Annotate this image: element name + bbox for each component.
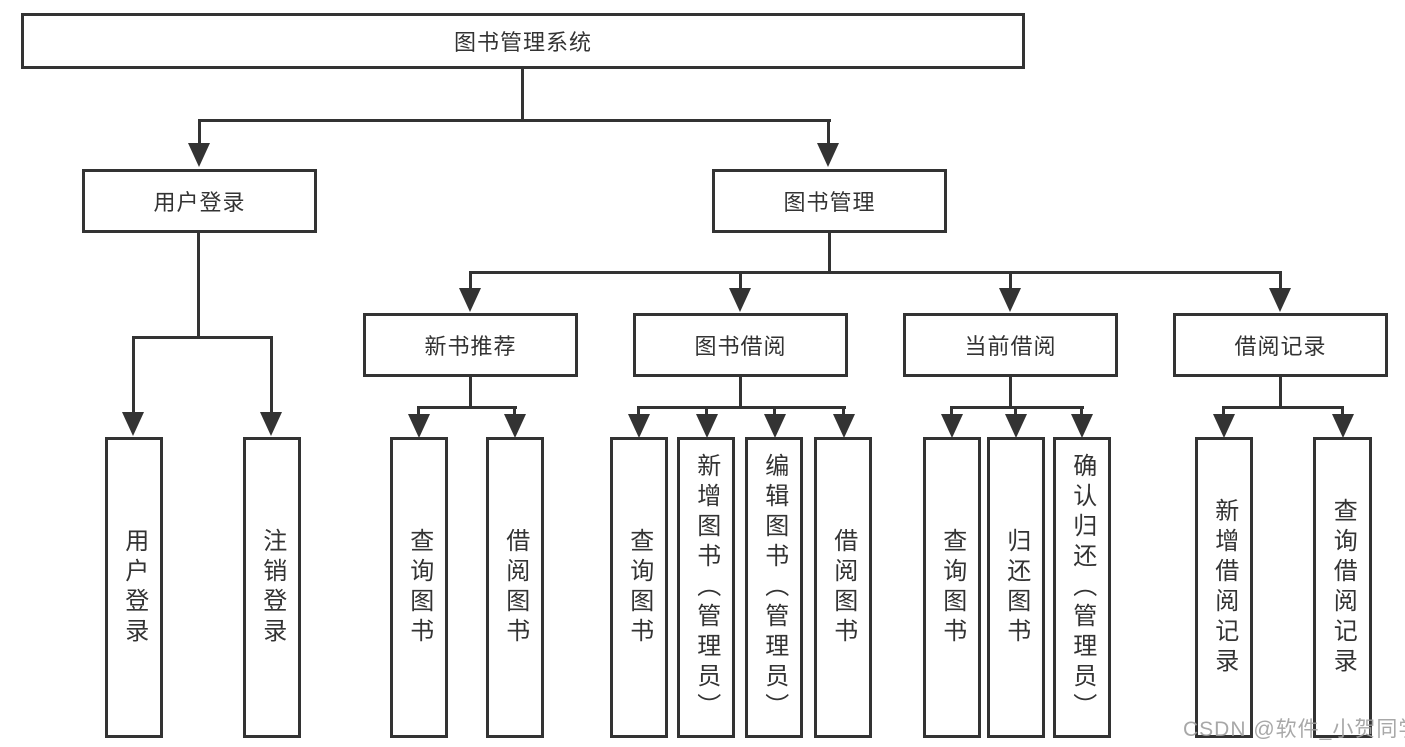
connector-line [739,377,742,408]
arrowhead-down-icon [1071,414,1093,438]
node-label: 借阅记录 [1234,334,1327,359]
node-user-login: 用户登录 [82,169,317,233]
arrowhead-down-icon [260,412,282,436]
leaf-logout: 注销登录 [243,437,301,738]
connector-line [950,408,953,417]
connector-line [469,271,1282,274]
connector-line [417,408,420,417]
node-label: 新增图书（管理员） [692,452,720,723]
connector-line [270,338,273,413]
connector-line [637,406,846,409]
connector-line [1009,377,1012,408]
connector-line [198,121,201,144]
node-book-borrowing: 图书借阅 [633,313,848,377]
arrowhead-down-icon [764,414,786,438]
arrowhead-down-icon [817,143,839,167]
arrowhead-down-icon [1269,288,1291,312]
connector-line [1279,273,1282,290]
leaf-borrow-books-borrowing: 借阅图书 [814,437,872,738]
connector-line [1080,408,1083,417]
connector-line [842,408,845,417]
arrowhead-down-icon [459,288,481,312]
arrowhead-down-icon [941,414,963,438]
node-label: 查询图书 [938,527,966,648]
node-label: 借阅图书 [501,527,529,648]
leaf-query-books-recommend: 查询图书 [390,437,448,738]
connector-line [739,273,742,290]
node-label: 用户登录 [153,190,246,215]
connector-line [1014,408,1017,417]
connector-line [417,406,517,409]
connector-line [705,408,708,417]
node-borrowing-records: 借阅记录 [1173,313,1388,377]
node-new-book-recommendation: 新书推荐 [363,313,578,377]
node-label: 新书推荐 [424,334,517,359]
leaf-query-books-current: 查询图书 [923,437,981,738]
leaf-query-borrow-record: 查询借阅记录 [1313,437,1372,738]
node-label: 注销登录 [258,527,286,648]
connector-line [1222,408,1225,417]
connector-line [1341,408,1344,417]
leaf-query-books-borrowing: 查询图书 [610,437,668,738]
arrowhead-down-icon [696,414,718,438]
connector-line [513,408,516,417]
connector-line [1009,273,1012,290]
node-label: 编辑图书（管理员） [760,452,788,723]
node-current-borrowing: 当前借阅 [903,313,1118,377]
arrowhead-down-icon [122,412,144,436]
leaf-edit-book-admin: 编辑图书（管理员） [745,437,803,738]
node-label: 归还图书 [1002,527,1030,648]
connector-line [521,69,524,122]
leaf-user-login: 用户登录 [105,437,163,738]
leaf-add-borrow-record: 新增借阅记录 [1195,437,1253,738]
arrowhead-down-icon [188,143,210,167]
connector-line [828,233,831,273]
node-label: 借阅图书 [829,527,857,648]
node-label: 查询借阅记录 [1329,497,1357,678]
leaf-return-books: 归还图书 [987,437,1045,738]
arrowhead-down-icon [1005,414,1027,438]
arrowhead-down-icon [408,414,430,438]
node-library-management-system: 图书管理系统 [21,13,1025,69]
arrowhead-down-icon [628,414,650,438]
connector-line [637,408,640,417]
node-label: 图书借阅 [694,334,787,359]
node-label: 图书管理 [783,190,876,215]
connector-line [1279,377,1282,408]
connector-line [469,377,472,408]
node-book-management: 图书管理 [712,169,947,233]
arrowhead-down-icon [1213,414,1235,438]
arrowhead-down-icon [833,414,855,438]
node-label: 当前借阅 [964,334,1057,359]
arrowhead-down-icon [999,288,1021,312]
connector-line [198,119,831,122]
arrowhead-down-icon [729,288,751,312]
arrowhead-down-icon [504,414,526,438]
node-label: 图书管理系统 [453,30,592,55]
node-label: 查询图书 [405,527,433,648]
node-label: 查询图书 [625,527,653,648]
arrowhead-down-icon [1332,414,1354,438]
connector-line [1222,406,1344,409]
node-label: 用户登录 [120,527,148,648]
connector-line [773,408,776,417]
connector-line [132,338,135,413]
connector-line [197,233,200,338]
node-label: 新增借阅记录 [1210,497,1238,678]
watermark: CSDN @软件_小贺同学 [1183,718,1405,741]
connector-line [469,273,472,290]
connector-line [132,336,273,339]
node-label: 确认归还（管理员） [1068,452,1096,723]
leaf-add-book-admin: 新增图书（管理员） [677,437,735,738]
leaf-confirm-return-admin: 确认归还（管理员） [1053,437,1111,738]
connector-line [827,121,830,144]
connector-line [950,406,1084,409]
leaf-borrow-books-recommend: 借阅图书 [486,437,544,738]
